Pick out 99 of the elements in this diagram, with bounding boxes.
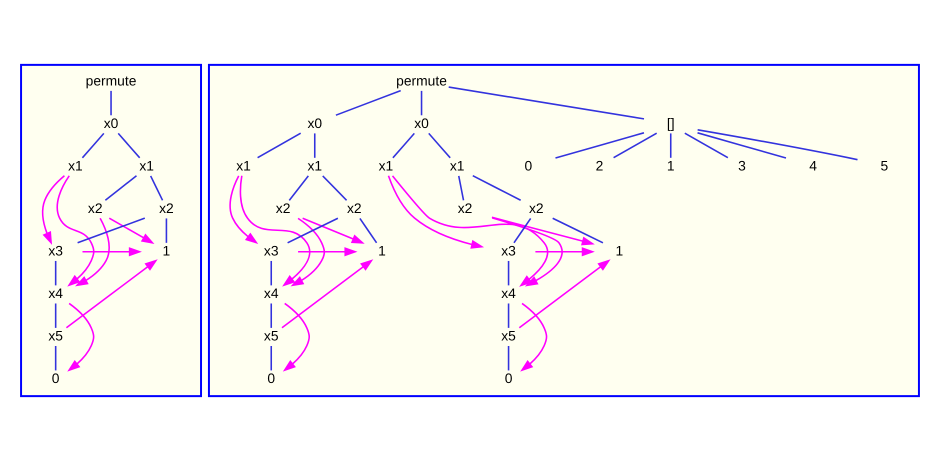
connector	[54, 346, 56, 370]
connector	[336, 90, 401, 116]
node-text: x1	[236, 157, 251, 174]
arrow	[282, 259, 374, 328]
node-text: 2	[596, 157, 604, 174]
connector	[54, 303, 56, 328]
arrow	[492, 217, 563, 286]
connector	[270, 260, 272, 286]
node-text: x3	[501, 242, 516, 258]
node-text: x4	[501, 284, 516, 301]
node-text: 1	[378, 242, 386, 258]
connector	[698, 129, 858, 160]
arrow	[290, 218, 326, 286]
node-text: 0	[267, 370, 276, 386]
connector	[555, 132, 644, 159]
arrow	[229, 176, 258, 244]
connector	[77, 217, 146, 244]
node-text: []	[666, 114, 675, 131]
arrow	[66, 259, 158, 328]
node-text: 4	[809, 157, 817, 174]
node-text: x4	[48, 284, 63, 301]
node-text: 1	[162, 242, 170, 258]
arrow	[75, 218, 110, 286]
connector	[508, 303, 510, 328]
connector	[513, 218, 532, 244]
arrow	[388, 175, 484, 249]
connector	[359, 218, 378, 244]
connector	[257, 132, 302, 158]
node-text: x5	[48, 327, 63, 344]
node-text: x5	[264, 327, 279, 344]
arrow	[108, 218, 154, 244]
arrow	[535, 247, 595, 256]
connector	[104, 175, 137, 201]
node-text: x5	[501, 327, 516, 344]
cluster	[20, 64, 202, 398]
arrow	[520, 302, 548, 372]
node-text: x1	[68, 157, 83, 174]
node-text: 3	[738, 157, 746, 174]
node-text: x1	[378, 157, 394, 174]
arrow	[282, 302, 310, 372]
connector	[288, 175, 309, 201]
node-text: x1	[139, 157, 154, 174]
node-text: x4	[264, 284, 279, 301]
node-text: x3	[48, 242, 63, 258]
node-text: x2	[347, 200, 362, 216]
connector	[118, 132, 140, 158]
connector	[420, 90, 422, 116]
connector	[287, 218, 338, 244]
node-text: x0	[307, 114, 322, 131]
node-text: x2	[276, 200, 290, 216]
node-text: x2	[88, 200, 103, 216]
connector	[684, 132, 728, 158]
connector	[392, 132, 415, 158]
node-text: x0	[414, 114, 429, 131]
node-text: x1	[307, 157, 322, 174]
connector	[110, 90, 112, 116]
arrow	[298, 247, 358, 256]
connector	[166, 218, 168, 243]
node-text: permute	[86, 72, 136, 88]
connector	[613, 132, 658, 158]
connector	[270, 346, 272, 370]
node-text: x3	[264, 242, 279, 258]
node-text: 0	[504, 370, 512, 386]
arrow	[56, 175, 95, 287]
node-text: x2	[458, 200, 472, 216]
node-text: 1	[666, 157, 675, 174]
arrow	[392, 175, 548, 287]
connector	[458, 176, 464, 200]
connector	[270, 303, 272, 328]
connector	[314, 133, 316, 158]
connector	[552, 218, 604, 244]
node-text: 0	[52, 370, 60, 386]
arrow	[240, 176, 310, 287]
node-text: x2	[159, 200, 174, 216]
connector	[472, 175, 522, 201]
connector	[54, 260, 56, 286]
node-text: x2	[528, 200, 544, 216]
connector	[697, 132, 786, 159]
node-text: x1	[450, 157, 464, 174]
node-text: permute	[396, 72, 447, 88]
connector	[150, 176, 164, 201]
node-text: 0	[524, 157, 532, 174]
connector	[670, 133, 672, 158]
connector	[428, 132, 451, 158]
arrow	[492, 216, 595, 246]
arrow	[302, 218, 365, 244]
connector	[322, 175, 348, 201]
connector	[448, 86, 644, 120]
connector	[508, 346, 510, 370]
arrow	[518, 259, 611, 328]
node-text: 1	[615, 242, 624, 258]
cluster	[208, 64, 920, 398]
arrow	[82, 247, 142, 256]
arrow	[42, 175, 65, 245]
arrow	[67, 302, 94, 372]
node-text: x0	[104, 114, 118, 131]
node-text: 5	[880, 157, 888, 174]
connector	[82, 132, 104, 158]
connector	[508, 260, 510, 286]
